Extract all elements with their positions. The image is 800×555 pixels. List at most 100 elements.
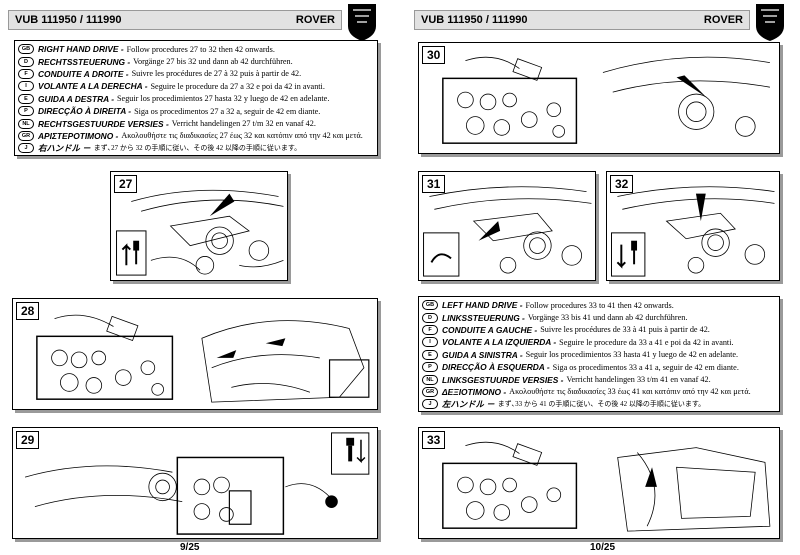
engine-bay-illustration [116, 189, 284, 276]
instruction-row: J 左ハンドル －まず､33 から 41 の手順に従い、その後 42 以降の手順に… [419, 398, 779, 410]
instruction-heading: RECHTSSTEUERUNG - [38, 56, 131, 67]
engine-bay-illustration [423, 186, 592, 277]
country-code-badge: E [422, 349, 438, 360]
instruction-text: Seguir los procedimientos 27 hasta 32 y … [117, 94, 330, 104]
instruction-heading: RIGHT HAND DRIVE - [38, 44, 124, 55]
instruction-row: D LINKSSTEUERUNG -Vorgänge 33 bis 41 und … [419, 311, 779, 323]
figure-number: 32 [610, 175, 634, 193]
instruction-heading: DIRECÇÃO À DIREITA - [38, 106, 132, 117]
instruction-row: NL LINKSGESTUURDE VERSIES -Verricht hande… [419, 373, 779, 385]
instruction-text: Suivre les procédures de 33 à 41 puis à … [540, 325, 710, 335]
country-code-badge: NL [422, 374, 438, 385]
brand-name: ROVER [703, 14, 743, 26]
instruction-text: Siga os procedimentos 33 a 41 a, seguir … [552, 362, 739, 372]
instruction-row: GB LEFT HAND DRIVE -Follow procedures 33 … [419, 299, 779, 311]
instruction-heading: DIRECÇÃO À ESQUERDA - [442, 362, 550, 373]
instruction-row: GB RIGHT HAND DRIVE -Follow procedures 27… [15, 43, 377, 55]
instruction-heading: GUIDA A DESTRA - [38, 93, 114, 104]
instruction-text: まず､27 から 32 の手順に従い、その後 42 以降の手順に従います。 [93, 144, 302, 153]
instruction-row: P DIRECÇÃO À DIREITA -Siga os procediment… [15, 105, 377, 117]
model-number: VUB 111950 / 111990 [15, 14, 122, 26]
figure-number: 29 [16, 431, 40, 449]
country-code-badge: I [18, 81, 34, 92]
instruction-heading: RECHTSGESTUURDE VERSIES - [38, 118, 169, 129]
country-code-badge: NL [18, 118, 34, 129]
country-code-badge: D [422, 312, 438, 323]
left-page-header: VUB 111950 / 111990 ROVER [8, 10, 342, 30]
wiring-harness-illustration [442, 441, 771, 532]
instruction-text: Seguire le procedure da 27 a 32 e poi da… [150, 81, 325, 91]
instruction-heading: LEFT HAND DRIVE - [442, 300, 523, 311]
country-code-badge: GB [18, 44, 34, 55]
instruction-text: Seguire le procedure da 33 a 41 e poi da… [559, 337, 734, 347]
country-code-badge: F [422, 324, 438, 335]
instruction-text: Suivre les procédures de 27 à 32 puis à … [131, 69, 302, 79]
country-code-badge: E [18, 93, 34, 104]
instruction-text: Siga os procedimentos 27 a 32 a, seguir … [134, 106, 321, 116]
model-number: VUB 111950 / 111990 [421, 14, 528, 26]
instruction-text: Verricht handelingen 33 t/m 41 en vanaf … [566, 375, 711, 385]
country-code-badge: GB [422, 300, 438, 311]
instruction-row: D RECHTSSTEUERUNG -Vorgänge 27 bis 32 und… [15, 55, 377, 67]
figure-number: 33 [422, 431, 446, 449]
left-page: VUB 111950 / 111990 ROVER GB RIGHT HAND D… [0, 0, 398, 555]
instruction-text: Vorgänge 27 bis 32 und dann ab 42 durchf… [133, 57, 293, 67]
instruction-text: Follow procedures 27 to 32 then 42 onwar… [126, 44, 275, 54]
instruction-heading: CONDUITE A DROITE - [38, 68, 129, 79]
instruction-heading: GUIDA A SINISTRA - [442, 349, 523, 360]
brand-logo-icon [756, 4, 784, 41]
instruction-heading: ΑΡΙΣΤΕΡΟΤΙΜΟΝΟ - [38, 130, 119, 141]
instruction-text: Ακολουθήστε τις διαδικασίες 33 έως 41 κα… [509, 387, 751, 397]
instruction-heading: VOLANTE A LA DERECHA - [38, 81, 148, 92]
instruction-row: I VOLANTE A LA DERECHA -Seguire le proced… [15, 80, 377, 92]
country-code-badge: P [18, 106, 34, 117]
country-code-badge: J [422, 399, 438, 410]
wiring-harness-illustration [36, 314, 370, 403]
country-code-badge: D [18, 56, 34, 67]
country-code-badge: J [18, 143, 34, 154]
instruction-row: GR ΔΕΞΙΟΤΙΜΟΝΟ -Ακολουθήστε τις διαδικασί… [419, 386, 779, 398]
page-number: 10/25 [590, 542, 616, 553]
instruction-text: まず､33 から 41 の手順に従い、その後 42 以降の手順に従います。 [497, 400, 706, 409]
figure-number: 27 [114, 175, 138, 193]
instruction-heading: 右ハンドル － [38, 143, 91, 154]
right-page: VUB 111950 / 111990 ROVER 30 31 [404, 0, 800, 555]
connector-illustration [24, 432, 370, 535]
instruction-heading: CONDUITE A GAUCHE - [442, 324, 538, 335]
instruction-text: Seguir los procedimientos 33 hasta 41 y … [525, 350, 739, 360]
instruction-panel-lhd: GB LEFT HAND DRIVE -Follow procedures 33 … [418, 296, 780, 412]
wiring-harness-illustration [442, 56, 770, 144]
brand-name: ROVER [295, 14, 335, 26]
page-number: 9/25 [180, 542, 200, 553]
instruction-row: J 右ハンドル －まず､27 から 32 の手順に従い、その後 42 以降の手順に… [15, 142, 377, 154]
instruction-text: Vorgänge 33 bis 41 und dann ab 42 durchf… [527, 313, 688, 323]
instruction-heading: LINKSGESTUURDE VERSIES - [442, 374, 564, 385]
figure-28: 28 [12, 298, 378, 410]
country-code-badge: I [422, 337, 438, 348]
instruction-row: F CONDUITE A GAUCHE -Suivre les procédure… [419, 324, 779, 336]
instruction-row: NL RECHTSGESTUURDE VERSIES -Verricht hand… [15, 117, 377, 129]
brand-logo-icon [348, 4, 376, 41]
country-code-badge: GR [18, 130, 34, 141]
country-code-badge: P [422, 362, 438, 373]
instruction-heading: LINKSSTEUERUNG - [442, 312, 525, 323]
instruction-text: Follow procedures 33 to 41 then 42 onwar… [525, 300, 674, 310]
instruction-row: E GUIDA A SINISTRA -Seguir los procedimie… [419, 349, 779, 361]
instruction-panel-rhd: GB RIGHT HAND DRIVE -Follow procedures 27… [14, 40, 378, 156]
country-code-badge: GR [422, 386, 438, 397]
instruction-row: GR ΑΡΙΣΤΕΡΟΤΙΜΟΝΟ -Ακολουθήστε τις διαδικ… [15, 130, 377, 142]
figure-31: 31 [418, 171, 596, 281]
figure-number: 31 [422, 175, 446, 193]
right-page-header: VUB 111950 / 111990 ROVER [414, 10, 750, 30]
figure-27: 27 [110, 171, 288, 281]
figure-29: 29 [12, 427, 378, 539]
instruction-text: Ακολουθήστε τις διαδικασίες 27 έως 32 κα… [121, 131, 363, 141]
engine-bay-illustration [611, 186, 775, 277]
figure-32: 32 [606, 171, 780, 281]
instruction-text: Verricht handelingen 27 t/m 32 en vanaf … [171, 119, 316, 129]
instruction-heading: 左ハンドル － [442, 399, 495, 410]
instruction-heading: ΔΕΞΙΟΤΙΜΟΝΟ - [442, 386, 507, 397]
instruction-row: E GUIDA A DESTRA -Seguir los procedimient… [15, 93, 377, 105]
